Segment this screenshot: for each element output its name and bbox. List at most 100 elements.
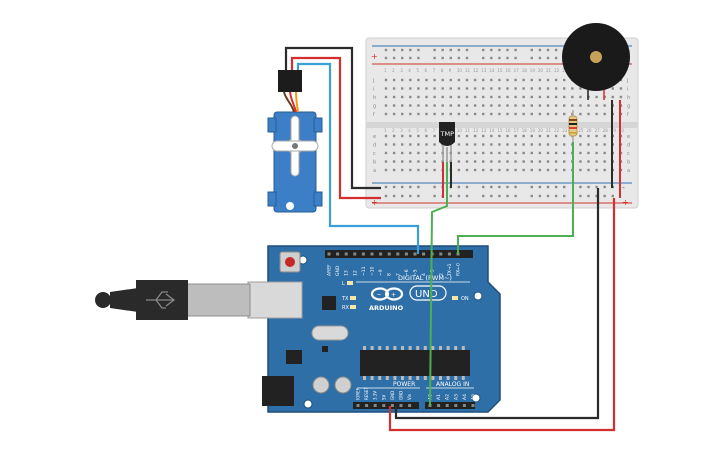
bb-col-label: 30 (619, 128, 625, 133)
digital-pin-label: ~11 (361, 266, 367, 276)
rail-plus-label-right: + (622, 198, 629, 207)
capacitor-2 (334, 376, 352, 394)
bb-col-label: 18 (522, 68, 528, 73)
bb-col-label: 5 (416, 128, 419, 133)
bb-col-label: 25 (578, 128, 584, 133)
bb-col-label: 2 (392, 68, 395, 73)
tmp-sensor[interactable]: TMP (439, 122, 455, 162)
bb-col-label: 18 (522, 128, 528, 133)
digital-pin-label: 13 (344, 270, 350, 276)
bb-row-label: h (627, 95, 630, 101)
digital-pin-label: 2 (438, 273, 444, 276)
bb-col-label: 5 (416, 68, 419, 73)
bb-col-label: 1 (384, 128, 387, 133)
digital-pin-label: ~9 (378, 269, 384, 276)
analog-pin-label: A1 (436, 394, 442, 400)
bb-col-label: 10 (457, 68, 463, 73)
bb-col-label: 6 (425, 128, 428, 133)
bb-row-label: d (373, 143, 376, 149)
digital-pin-label: 12 (352, 270, 358, 276)
uno-model-label: UNO (415, 289, 438, 300)
servo-connector (278, 70, 302, 92)
atmega-chip-pins (363, 346, 465, 380)
power-header (353, 402, 419, 409)
digital-header-label: DIGITAL (PWM~) (398, 274, 452, 282)
bb-col-label: 22 (554, 68, 560, 73)
servo-motor[interactable] (267, 70, 323, 213)
bb-col-label: 13 (481, 68, 487, 73)
rail-plus-label-top: + (371, 52, 378, 61)
usb-cable[interactable] (95, 280, 303, 320)
rx-led (350, 305, 356, 309)
bb-col-label: 15 (497, 68, 503, 73)
bb-col-label: 28 (603, 128, 609, 133)
power-pin-holes (356, 404, 412, 407)
l-led-label: L (342, 281, 345, 287)
bb-row-label: i (373, 87, 374, 93)
rail-5v-to-arduino-wire[interactable] (388, 198, 616, 432)
rail-plus-label-bottom: + (371, 198, 378, 207)
tx-led (350, 296, 356, 300)
voltage-regulator (286, 350, 302, 364)
bb-row-label: e (627, 134, 630, 140)
bb-col-label: 12 (473, 68, 479, 73)
bb-col-label: 10 (457, 128, 463, 133)
analog-header-label: ANALOG IN (436, 381, 469, 388)
tmp-sensor-label: TMP (440, 130, 455, 138)
analog-header (425, 402, 475, 409)
on-led (452, 296, 458, 300)
power-pin-label: RESET (364, 387, 369, 400)
bb-col-label: 11 (465, 68, 471, 73)
atmega-chip (360, 350, 470, 376)
tx-led-label: TX (341, 296, 349, 302)
bb-col-label: 14 (489, 68, 495, 73)
bb-row-label: c (627, 151, 630, 157)
bb-row-label: g (627, 104, 630, 110)
digital-pin-label: 4 (421, 273, 427, 276)
power-jack[interactable] (262, 376, 294, 406)
l-led (347, 281, 353, 285)
piezo-buzzer[interactable] (562, 23, 630, 100)
servo-signal-wire[interactable] (296, 62, 420, 254)
analog-pin-label: A2 (445, 394, 451, 400)
arduino-logo: − + (370, 287, 404, 301)
digital-pin-label: ~5 (413, 269, 419, 276)
bb-row-label: b (373, 160, 376, 166)
usb-chip (322, 296, 336, 310)
digital-pin-label: 8 (387, 273, 393, 276)
bb-col-label: 8 (441, 68, 444, 73)
resistor-signal-wire[interactable] (457, 142, 574, 254)
bb-col-label: 16 (506, 68, 512, 73)
tmp-output-wire[interactable] (429, 162, 448, 407)
bb-col-label: 17 (514, 128, 520, 133)
resistor[interactable] (568, 110, 578, 142)
bb-col-label: 7 (433, 68, 436, 73)
bb-row-label: g (373, 104, 376, 110)
digital-pin-label: 7 (395, 273, 401, 276)
bb-col-label: 21 (546, 128, 552, 133)
servo-power-wire[interactable] (290, 56, 381, 200)
analog-pin-label: A3 (453, 394, 459, 400)
rail-gnd-to-arduino-wire[interactable] (394, 188, 600, 420)
bb-col-label: 15 (497, 128, 503, 133)
bb-row-label: b (627, 160, 630, 166)
reset-button-cap[interactable] (285, 257, 295, 267)
bb-col-label: 21 (546, 68, 552, 73)
servo-gnd-wire[interactable] (284, 46, 381, 190)
bb-row-label: c (373, 151, 376, 157)
bb-col-label: 4 (408, 128, 411, 133)
bb-col-label: 19 (530, 128, 536, 133)
bb-col-label: 1 (384, 68, 387, 73)
bb-col-label: 3 (400, 68, 403, 73)
power-pin-label: 5V (381, 394, 386, 400)
bb-col-label: 29 (611, 128, 617, 133)
usb-b-port (247, 281, 303, 319)
bb-col-label: 20 (538, 68, 544, 73)
bb-col-label: 23 (562, 128, 568, 133)
bb-row-label: j (626, 78, 628, 84)
bb-col-label: 12 (473, 128, 479, 133)
